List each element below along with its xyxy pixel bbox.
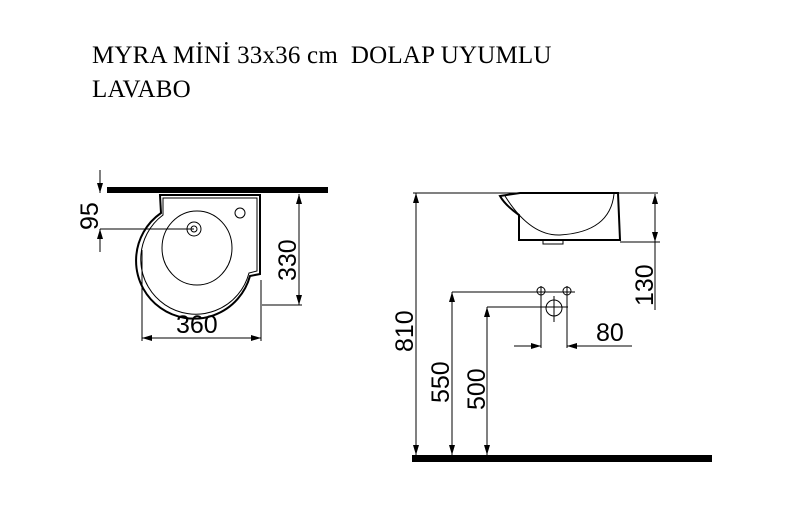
tap-hole [234, 207, 246, 219]
dim-80: 80 [596, 319, 624, 347]
dim-810: 810 [391, 310, 419, 352]
drawing-title-line-2: LAVABO [92, 76, 191, 103]
dim-360: 360 [176, 311, 218, 339]
dim-95: 95 [76, 202, 104, 230]
bowl-inner [161, 210, 233, 286]
floor-bar [412, 455, 712, 462]
basin-outline-side [498, 192, 622, 241]
drawing-title-line-1: MYRA MİNİ 33x36 cm DOLAP UYUMLU [92, 42, 552, 69]
wall-bar [107, 187, 328, 193]
top-view: 95 330 360 [76, 170, 328, 341]
dim-500: 500 [463, 368, 491, 410]
side-view: 810 130 550 500 80 [391, 192, 712, 462]
dim-330: 330 [274, 239, 302, 281]
basin-outline-top [135, 194, 261, 320]
dim-550: 550 [427, 361, 455, 403]
dim-130: 130 [631, 264, 659, 306]
